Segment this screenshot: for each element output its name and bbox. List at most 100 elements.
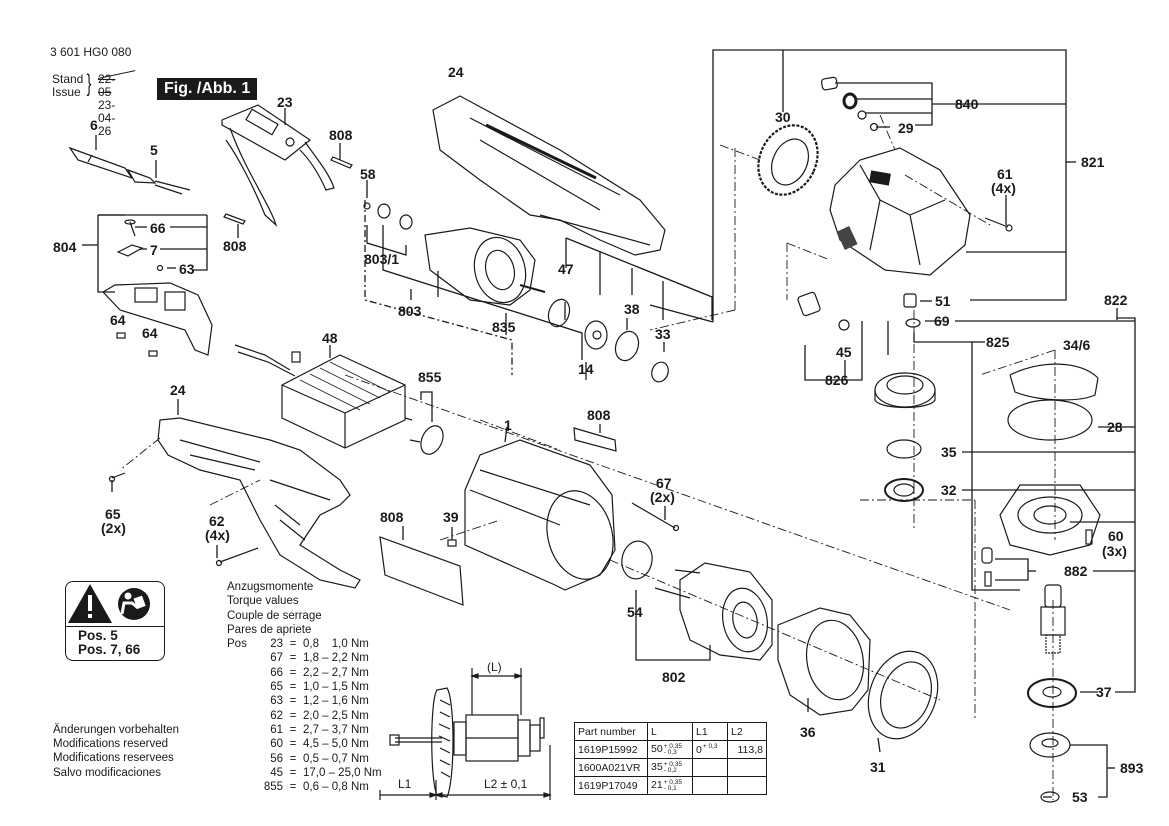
label-part-808-d: 808: [380, 509, 404, 525]
torque-values-list: Anzugsmomente Torque values Couple de se…: [227, 580, 382, 794]
label-part-804: 804: [53, 239, 77, 255]
label-part-67: 67: [656, 475, 672, 491]
part-6-sleeve: [68, 146, 134, 180]
l-value: 21: [651, 779, 663, 792]
modifications-de: Änderungen vorbehalten: [53, 724, 179, 736]
torque-part-number: 855: [263, 781, 283, 794]
torque-row: 45=17,0 – 25,0 Nm: [227, 766, 382, 780]
part-24-left-handle: [157, 417, 361, 589]
label-part-48: 48: [322, 330, 338, 346]
dimension-l: (L): [487, 660, 502, 674]
label-part-31: 31: [870, 759, 886, 775]
torque-pos-label: Pos: [227, 638, 247, 651]
label-part-36: 36: [800, 724, 816, 740]
equals-sign: =: [289, 652, 297, 665]
label-part-45: 45: [836, 344, 852, 360]
torque-value: 0,8 1,0 Nm: [303, 638, 369, 651]
part-808-left-label: [379, 536, 464, 606]
label-part-802: 802: [662, 669, 686, 685]
part-804-switch: [102, 282, 213, 356]
part-39-plug: [447, 539, 457, 547]
torque-part-number: 67: [270, 652, 283, 665]
torque-part-number: 63: [270, 695, 283, 708]
cell-l2: [727, 776, 767, 795]
equals-sign: =: [289, 681, 297, 694]
label-part-34-6: 34/6: [1063, 337, 1091, 353]
warning-line-2: Pos. 7, 66: [78, 642, 141, 657]
label-part-61: 61: [997, 166, 1013, 182]
torque-part-number: 56: [270, 752, 283, 765]
torque-pos-label: [227, 666, 257, 680]
part-802-stator: [654, 562, 773, 661]
l-tol-minus: - 0,2: [663, 766, 677, 774]
label-part-24-top: 24: [448, 64, 464, 80]
l-tol-minus: - 0,3: [663, 748, 677, 756]
part-808-label: [330, 156, 353, 169]
label-part-808-c: 808: [587, 407, 611, 423]
label-part-39: 39: [443, 509, 459, 525]
part-835-armature: [424, 227, 546, 306]
label-part-37: 37: [1096, 684, 1112, 700]
part-58-nut: [363, 202, 371, 210]
torque-title-fr: Couple de serrage: [227, 609, 322, 622]
brace-glyph: }: [86, 70, 92, 97]
header-l1: L1: [692, 722, 728, 741]
torque-row: 855 = 0,6 – 0,8 Nm: [227, 780, 382, 794]
label-part-62-qty: (4x): [205, 527, 230, 543]
cell-l2: 113,8: [727, 740, 767, 759]
part-33-seal: [651, 361, 669, 383]
torque-value: 0,6 – 0,8 Nm: [303, 781, 369, 794]
assembly-axis-lines: [119, 114, 1056, 800]
torque-part-number: 61: [270, 723, 283, 736]
part-69-ring: [905, 318, 921, 328]
part-66-screw: [124, 219, 136, 237]
torque-value: 17,0 – 25,0 Nm: [303, 766, 382, 779]
part-37-bearing: [1027, 678, 1077, 708]
warning-triangle-icon: [68, 584, 112, 623]
part-51-bushing: [903, 293, 917, 308]
l-tol-plus: + 0,35: [663, 760, 682, 768]
label-part-33: 33: [655, 326, 671, 342]
torque-pos-label: [227, 737, 257, 751]
header-l2: L2: [727, 722, 767, 741]
equals-sign: =: [289, 738, 297, 751]
label-part-7: 7: [150, 242, 158, 258]
label-part-808-b: 808: [223, 238, 247, 254]
part-808-label-2: [223, 213, 246, 225]
label-part-53: 53: [1072, 789, 1088, 805]
equals-sign: =: [289, 723, 297, 736]
torque-value: 1,8 – 2,2 Nm: [303, 652, 369, 665]
label-part-835: 835: [492, 319, 516, 335]
torque-pos-label: [227, 766, 257, 780]
cell-l: 50+ 0,35- 0,3: [647, 740, 693, 759]
equals-sign: =: [289, 781, 297, 794]
equals-sign: =: [289, 766, 297, 779]
label-part-38: 38: [624, 301, 640, 317]
figure-label: Fig. /Abb. 1: [157, 78, 258, 100]
part-808-center-label: [573, 427, 617, 452]
label-part-69: 69: [934, 313, 950, 329]
label-part-6: 6: [90, 117, 98, 133]
torque-row: 62=2,0 – 2,5 Nm: [227, 709, 382, 723]
part-65-screw: [108, 472, 126, 483]
l-tol-plus: + 0,35: [663, 778, 682, 786]
label-part-29: 29: [898, 120, 914, 136]
equals-sign: =: [289, 666, 297, 679]
label-part-855: 855: [418, 369, 442, 385]
label-part-32: 32: [941, 482, 957, 498]
part-64a-clip: [116, 332, 126, 339]
equals-sign: =: [289, 695, 297, 708]
label-part-822: 822: [1104, 292, 1128, 308]
torque-value: 1,0 – 1,5 Nm: [303, 681, 369, 694]
part-803-1-bearing: [377, 203, 391, 219]
equals-sign: =: [289, 709, 297, 722]
document-number: 3 601 HG0 080: [50, 45, 132, 59]
read-manual-icon: [118, 588, 150, 620]
label-part-5: 5: [150, 142, 158, 158]
l-tolerance: + 0,35- 0,2: [663, 760, 682, 774]
torque-value: 2,7 – 3,7 Nm: [303, 723, 369, 736]
part-36-fan-shroud: [777, 607, 871, 716]
